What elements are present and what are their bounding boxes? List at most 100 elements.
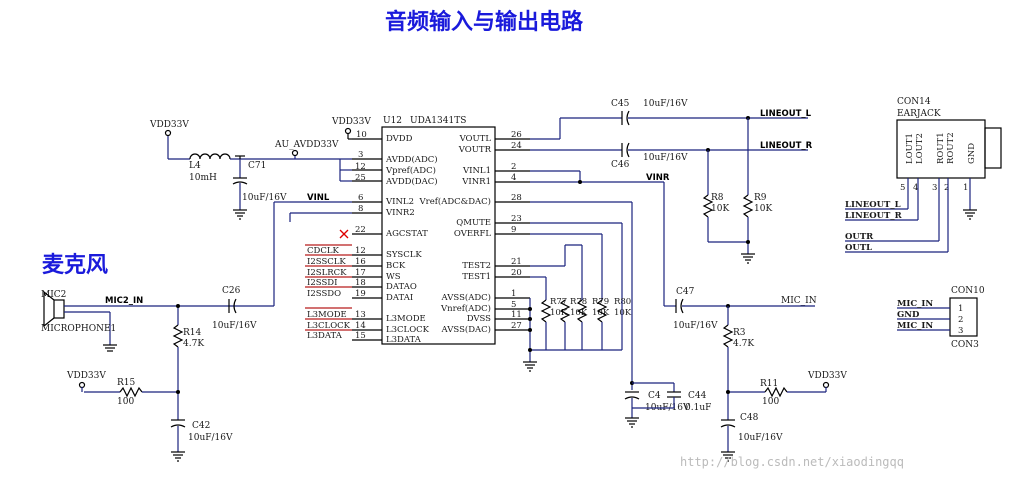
part-val: 0.1uF: [685, 403, 711, 413]
u12-pin-name: WS: [386, 272, 401, 282]
part-ref: C45: [611, 99, 630, 109]
part-ref: R11: [760, 379, 778, 389]
u12-pin-name: DATAO: [386, 282, 417, 292]
r11-resistor: R11 100: [728, 379, 827, 407]
r3-resistor: R3 4.7K: [722, 306, 754, 420]
net-label: OUTL: [845, 243, 872, 253]
u12-pin-num: 6: [358, 193, 363, 203]
u12-pin-num: 16: [355, 257, 366, 267]
con14-pin-num: 2: [944, 183, 949, 193]
section-label: 麦克风: [42, 252, 108, 278]
part-ref: MIC2: [41, 290, 66, 300]
con10-body: [949, 297, 978, 337]
part-val: 10K: [614, 308, 632, 318]
con10-pin-num: 2: [958, 315, 963, 325]
u12-pin-name: TEST1: [462, 272, 491, 282]
mic2-microphone: MIC2 MICROPHONE1: [41, 290, 274, 345]
u12-pin-num: 8: [358, 204, 363, 214]
c46-capacitor: C46 10uF/16V: [530, 142, 808, 170]
net-label: MIC_IN: [897, 321, 933, 331]
u12-pin-name: VINR2: [385, 208, 415, 218]
net-label: L3CLOCK: [307, 321, 351, 331]
net-label-mic-in: MIC_IN: [781, 296, 817, 306]
u12-pin-name: DVSS: [467, 314, 491, 324]
u12-ref: U12: [383, 116, 402, 126]
c42-capacitor: C42 10uF/16V: [170, 419, 233, 452]
con10-ref: CON10: [951, 286, 985, 296]
part-ref: R8: [711, 193, 724, 203]
c45-capacitor: C45 10uF/16V: [530, 99, 808, 140]
power-symbol: [291, 149, 299, 157]
c26-capacitor: C26 10uF/16V: [212, 286, 257, 331]
part-val: 100: [117, 397, 134, 407]
u12-pin-name: DATAI: [386, 293, 413, 303]
part-val: 10mH: [189, 173, 217, 183]
con10-pin-numbers: 1 2 3: [958, 304, 963, 336]
part-ref: C71: [248, 161, 266, 171]
u12-pin-name: AGCSTAT: [385, 229, 428, 239]
ground-symbol: [103, 344, 117, 352]
con14-pin-name: LOUT2: [915, 133, 925, 164]
u12-pin-num: 23: [511, 214, 522, 224]
u12-pin-num: 25: [355, 173, 366, 183]
u12-pin-name: QMUTE: [456, 218, 491, 228]
con10-footer: CON3: [951, 340, 979, 350]
u12-pin-num: 26: [511, 130, 522, 140]
u12-pin-name: AVSS(ADC): [441, 292, 491, 303]
no-connect-mark: [339, 229, 349, 239]
con10-net-labels: MIC_IN GND MIC_IN: [897, 299, 933, 331]
power-label: VDD33V: [331, 117, 371, 127]
ground-symbol: [171, 451, 185, 462]
power-label: VDD33V: [149, 120, 189, 130]
con14-pin-numbers: 5 4 3 2 1: [900, 183, 968, 193]
u12-pin-name: SYSCLK: [386, 250, 422, 260]
r77-resistor: R77 10K: [540, 297, 568, 350]
u12-pin-num: 13: [355, 310, 366, 320]
u12-pin-name: VINL2: [385, 197, 414, 207]
part-ref: R3: [733, 328, 746, 338]
ground-symbol: [741, 253, 755, 264]
part-ref: L4: [189, 161, 201, 171]
c44-capacitor: C44 0.1uF: [632, 383, 711, 413]
net-label: L3DATA: [307, 331, 343, 341]
r80-resistor: R80 10K: [596, 297, 632, 350]
part-val: 10K: [570, 308, 588, 318]
u12-pin-name: VOUTR: [458, 145, 492, 155]
u12-right-pin-names: VOUTL VOUTR VINL1 VINR1 Vref(ADC&DAC) QM…: [419, 134, 492, 335]
power-label: VDD33V: [807, 371, 847, 381]
net-label: MIC_IN: [897, 299, 933, 309]
net-label: CDCLK: [307, 246, 339, 256]
part-val: 10K: [711, 204, 729, 214]
u12-pin-name: TEST2: [462, 261, 491, 271]
u12-pin-name: Vnref(ADC): [440, 303, 491, 314]
u12-pin-name: Vpref(ADC): [385, 165, 436, 176]
net-label-vinl: VINL: [307, 193, 330, 203]
watermark-text: http://blog.csdn.net/xiaodingqq: [680, 455, 904, 469]
part-ref: R80: [614, 297, 631, 307]
u12-pin-num: 17: [355, 268, 366, 278]
u12-pin-name: AVDD(ADC): [385, 154, 438, 165]
u12-pin-num: 21: [511, 257, 522, 267]
net-label-mic2-in: MIC2_IN: [105, 296, 143, 306]
net-label: GND: [897, 310, 920, 320]
part-val: 10uF/16V: [673, 321, 718, 331]
c71-capacitor: C71 10uF/16V: [232, 159, 287, 210]
u12-pin-name: AVSS(DAC): [441, 324, 491, 335]
con10-pin-num: 1: [958, 304, 963, 314]
part-val: 10uF/16V: [738, 433, 783, 443]
u12-pin-num: 10: [356, 130, 367, 140]
power-label: VDD33V: [66, 371, 106, 381]
net-label-lineout-l: LINEOUT_L: [760, 109, 812, 119]
part-val: MICROPHONE1: [41, 324, 116, 334]
c48-capacitor: C48 10uF/16V: [720, 413, 783, 452]
u12-pin-num: 9: [511, 225, 516, 235]
net-label: OUTR: [845, 232, 874, 242]
u12-pin-name: DVDD: [386, 134, 413, 144]
con14-wires: [845, 178, 971, 253]
u12-left-pin-names: DVDD AVDD(ADC) Vpref(ADC) AVDD(DAC) VINL…: [385, 134, 438, 345]
net-label: I2SSCLK: [307, 257, 346, 267]
u12-pin-num: 19: [355, 289, 366, 299]
r79-resistor: R79 10K: [576, 297, 610, 350]
net-label-vinr: VINR: [646, 173, 670, 183]
